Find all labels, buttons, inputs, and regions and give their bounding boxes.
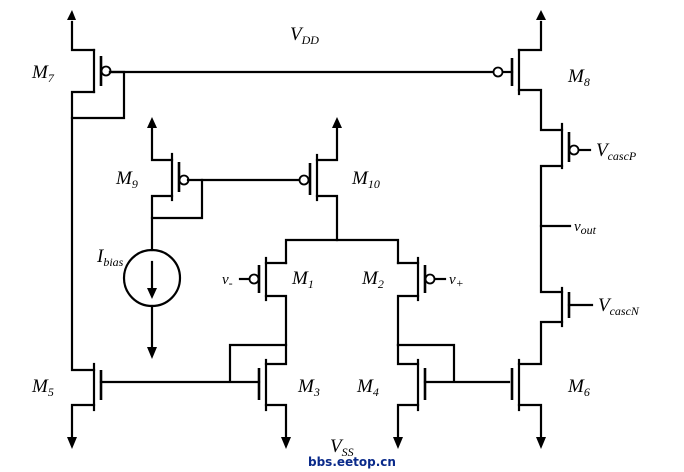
right-rail <box>492 10 594 449</box>
vminus-label: v- <box>222 272 233 290</box>
tail-node <box>284 238 400 265</box>
m10-label: M10 <box>351 168 380 191</box>
left-rail <box>67 10 126 449</box>
m3-label: M3 <box>297 376 320 399</box>
vdd-label: VDD <box>290 24 319 47</box>
m1-gate-bubble <box>248 273 260 285</box>
bias-mirror <box>122 117 342 359</box>
m8-label: M8 <box>567 66 590 89</box>
vcascp-label: VcascP <box>596 140 637 163</box>
m8-gate-bubble <box>492 66 504 78</box>
vss-label: VSS <box>330 436 354 459</box>
m3-transistor <box>228 343 291 449</box>
ibias-arrow-icon <box>147 288 157 299</box>
vout-label: vout <box>574 219 597 237</box>
vcascn-label: VcascN <box>598 295 640 318</box>
m7-label: M7 <box>31 62 55 85</box>
watermark: bbs.eetop.cn <box>308 455 396 469</box>
m9-label: M9 <box>115 168 138 191</box>
m2-transistor <box>396 256 447 347</box>
m6-label: M6 <box>567 376 590 399</box>
m4-label: M4 <box>356 376 379 399</box>
mcascp-gate-bubble <box>568 144 580 156</box>
m1-transistor <box>238 256 288 347</box>
m1-label: M1 <box>291 268 314 291</box>
m2-label: M2 <box>361 268 384 291</box>
m10-gate-bubble <box>298 174 310 186</box>
vplus-label: v+ <box>449 272 464 290</box>
m2-gate-bubble <box>424 273 436 285</box>
ibias-label: Ibias <box>96 246 124 269</box>
m5-label: M5 <box>31 376 54 399</box>
m4-transistor <box>393 343 456 449</box>
